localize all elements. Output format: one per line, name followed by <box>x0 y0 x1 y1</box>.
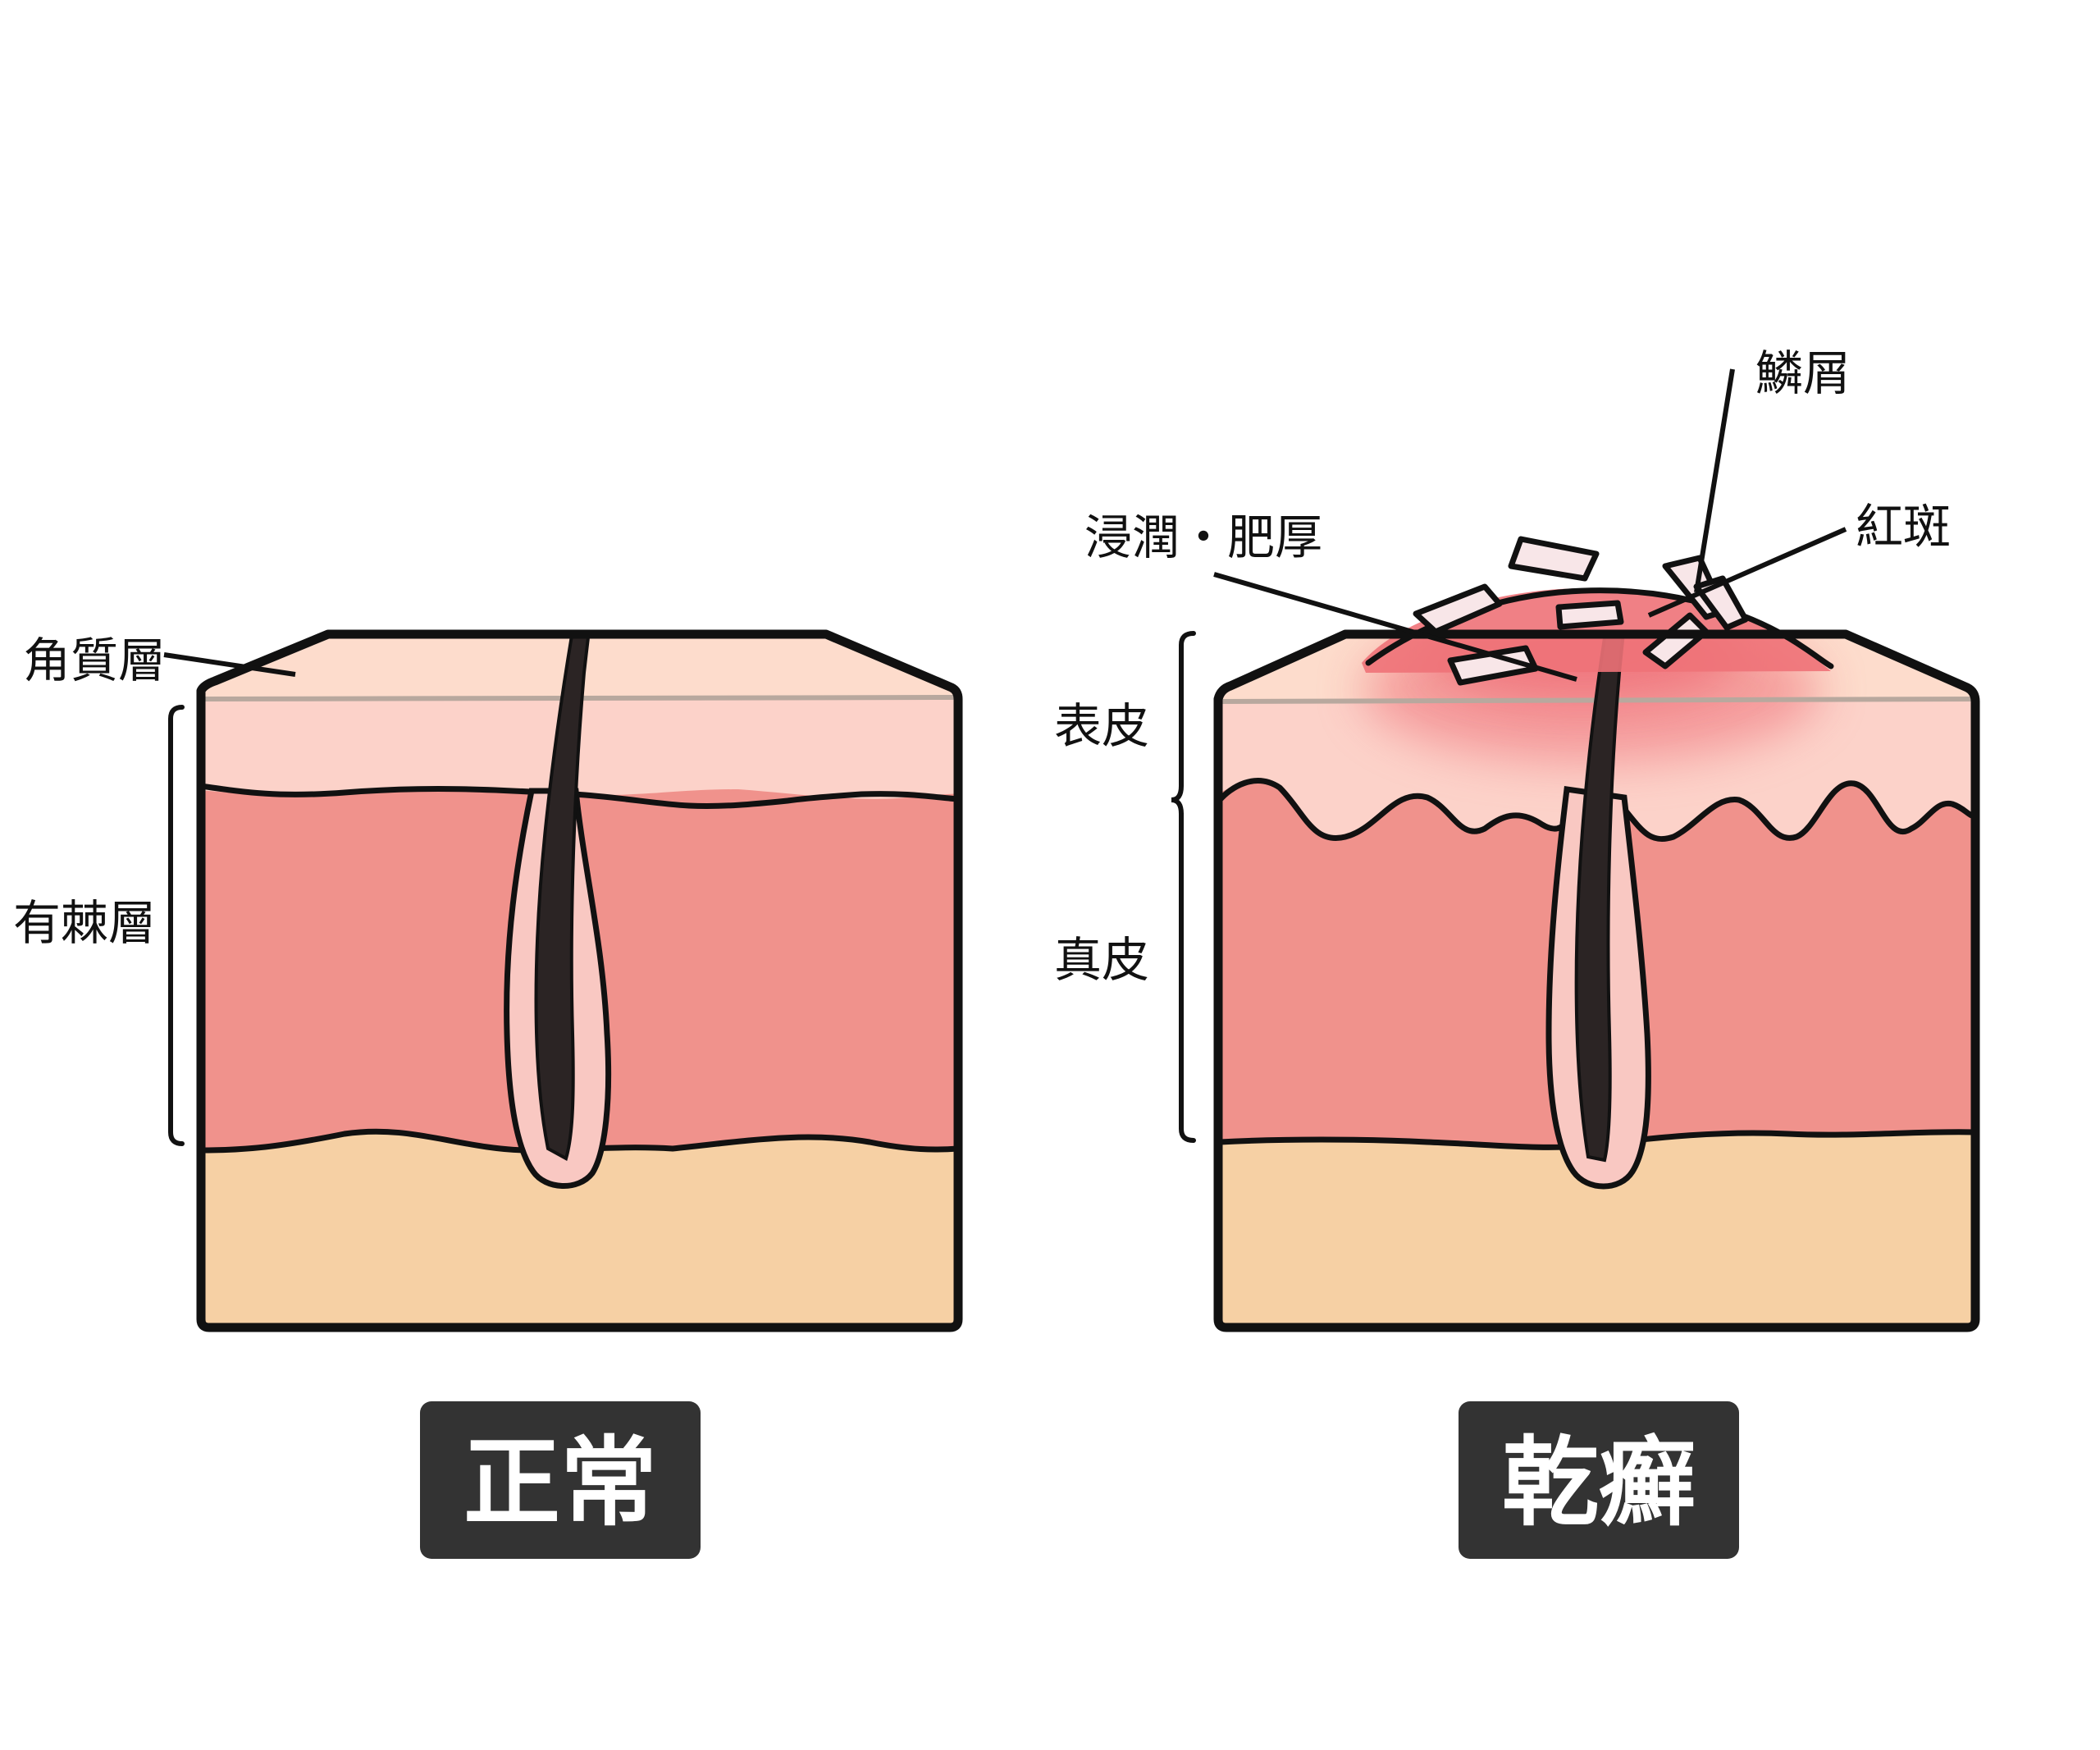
dermis-bracket <box>1179 811 1196 1143</box>
label-kohan: 紅斑 <box>1856 499 1951 555</box>
rinsetsu-leader <box>1694 368 1735 593</box>
epidermis-bracket <box>1171 631 1196 816</box>
label-yukyoku: 有棘層 <box>13 895 156 951</box>
scale-piece <box>1413 583 1503 635</box>
label-shinjun: 浸潤・肥厚 <box>1084 509 1322 565</box>
dermis-wavy-boundary <box>201 783 958 810</box>
badge-psoriasis-text: 乾癬 <box>1502 1426 1696 1539</box>
kohan-leader <box>1647 527 1847 618</box>
badge-normal: 正常 <box>420 1401 701 1559</box>
psoriasis-subcutis <box>1218 1131 1975 1327</box>
label-kakushitsu: 角質層 <box>23 633 166 688</box>
normal-skin-outline <box>196 629 963 1332</box>
psoriasis-hair-shaft <box>1574 634 1654 1163</box>
psoriasis-wavy-boundary <box>1218 778 1975 843</box>
epidermis-upper-layer <box>201 699 958 806</box>
label-shinpi: 真皮 <box>1054 932 1149 988</box>
psoriasis-skin-outline <box>1213 629 1980 1332</box>
scale-piece <box>1555 600 1624 630</box>
subcutis-layer <box>201 1131 958 1327</box>
normal-skin-block <box>196 629 963 1332</box>
spinous-bracket <box>168 705 185 1146</box>
badge-normal-text: 正常 <box>463 1426 657 1539</box>
hair-shaft <box>534 634 623 1161</box>
psoriasis-skin-block <box>1213 536 1980 1332</box>
kakushitsu-leader <box>163 652 296 677</box>
scale-piece <box>1508 536 1600 582</box>
label-hyohi: 表皮 <box>1054 698 1149 754</box>
shinjun-leader <box>1213 572 1577 682</box>
label-rinsetsu: 鱗屑 <box>1755 345 1851 401</box>
badge-psoriasis: 乾癬 <box>1459 1401 1739 1559</box>
